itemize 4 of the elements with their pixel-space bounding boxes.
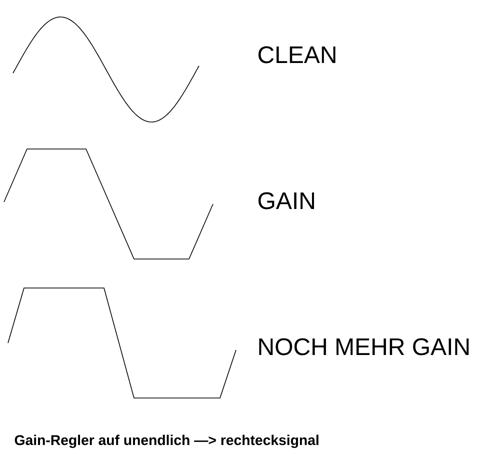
- wave-label: NOCH MEHR GAIN: [259, 338, 469, 356]
- wave-label: GAIN: [258, 192, 314, 210]
- note: Gain-Regler auf unendlich —> rechtecksignal: [14, 434, 318, 448]
- wave-label: CLEAN: [258, 46, 336, 64]
